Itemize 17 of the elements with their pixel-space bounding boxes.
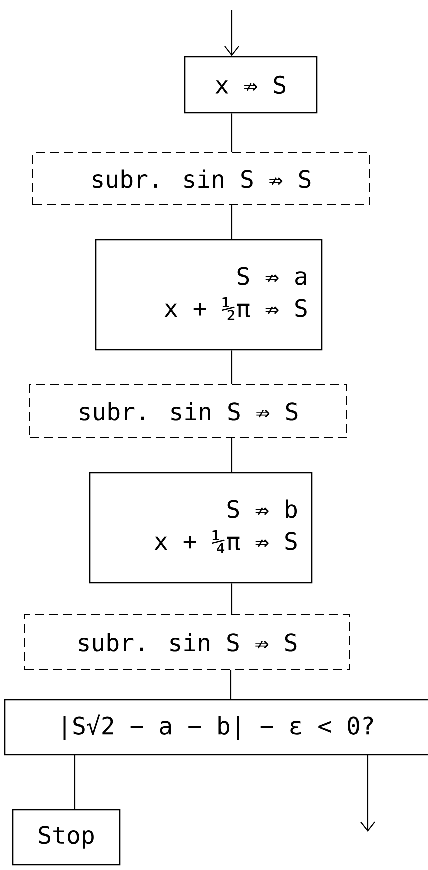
process-box: Stop — [12, 809, 121, 866]
connector-line — [231, 438, 233, 472]
connector-line — [230, 670, 232, 700]
process-box: S ⇏ b x + ¼π ⇏ S — [89, 472, 313, 584]
connector-line — [231, 206, 233, 240]
process-box: x ⇏ S — [184, 56, 318, 114]
arrow — [224, 10, 240, 56]
connector-line — [231, 350, 233, 384]
arrow — [360, 755, 376, 832]
subroutine-box: subr. sin S ⇏ S — [30, 384, 348, 438]
connector-line — [231, 114, 233, 153]
subroutine-box: subr. sin S ⇏ S — [32, 152, 370, 206]
connector-line — [231, 584, 233, 614]
subroutine-box: subr. sin S ⇏ S — [24, 614, 350, 670]
process-box: S ⇏ a x + ½π ⇏ S — [95, 239, 323, 351]
decision-box: |S√2 − a − b| − ε < 0? — [4, 699, 428, 756]
connector-line — [74, 755, 76, 810]
